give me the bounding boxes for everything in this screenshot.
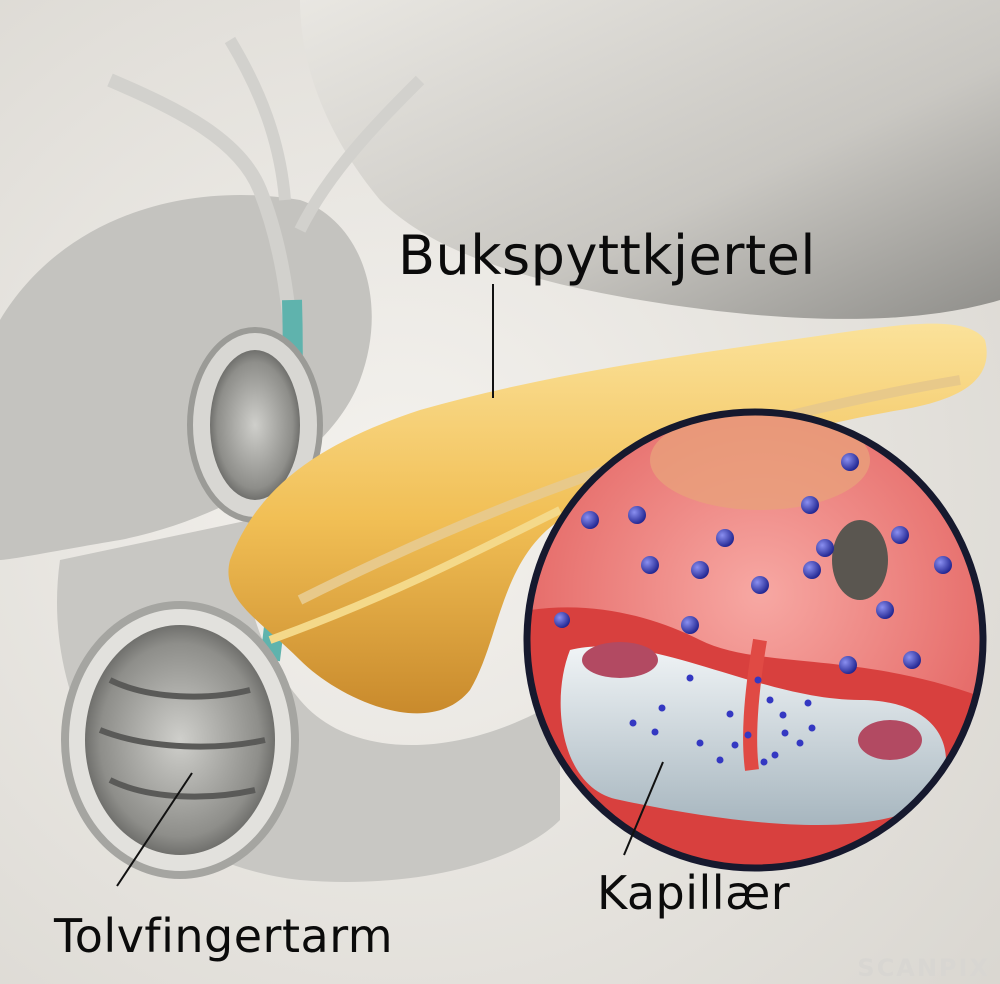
label-capillary: Kapillær <box>597 866 791 920</box>
leader-line-capillary <box>623 761 664 856</box>
label-pancreas: Bukspyttkjertel <box>398 224 816 287</box>
watermark: SCANPIX <box>857 954 990 982</box>
label-duodenum: Tolvfingertarm <box>54 909 394 963</box>
leader-line-duodenum <box>116 772 193 887</box>
